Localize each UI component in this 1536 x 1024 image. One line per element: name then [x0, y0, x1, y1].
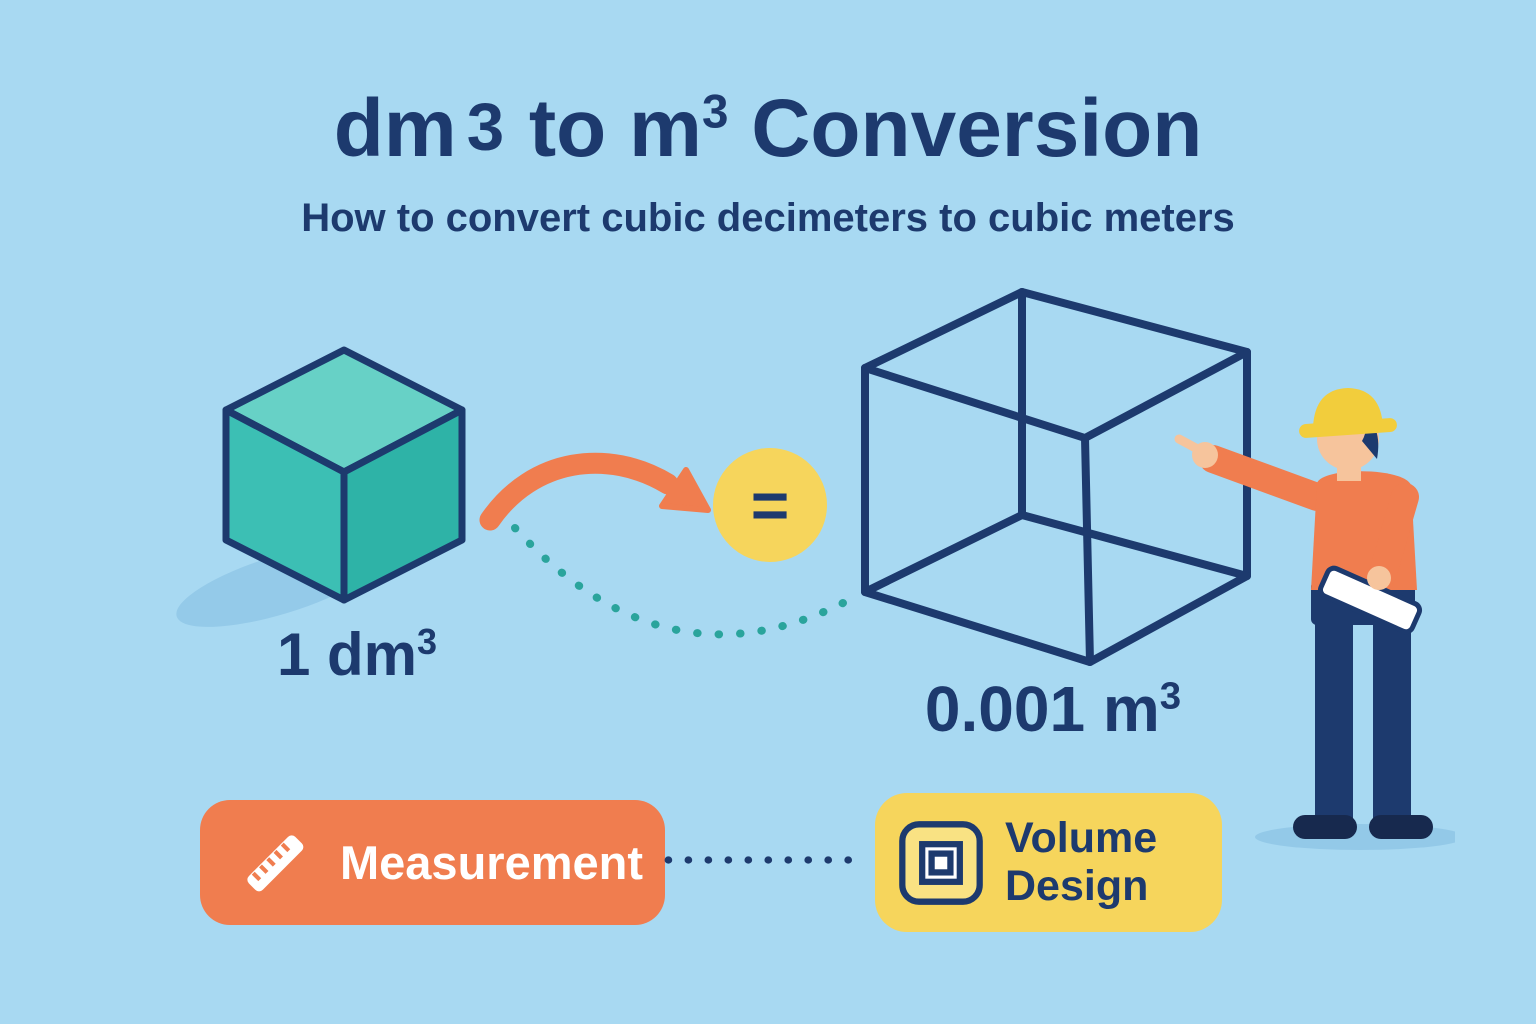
- volume-design-badge: Volume Design: [875, 793, 1222, 932]
- pointing-arm: [1199, 445, 1331, 511]
- connector-dotted-line: [664, 856, 869, 864]
- dm3-cube-illustration: [222, 346, 466, 604]
- result-volume-label: 0.001 m3: [898, 672, 1208, 746]
- engineer-illustration: [1174, 388, 1455, 850]
- dotted-path-decoration: [511, 524, 849, 639]
- volume-design-label: Volume Design: [1005, 814, 1158, 910]
- conversion-arrow-icon: [479, 452, 711, 531]
- hard-hat-brim: [1299, 418, 1397, 438]
- title-exponent: 3: [466, 90, 505, 165]
- ruler-icon: [247, 834, 304, 891]
- source-volume-exponent: 3: [417, 621, 438, 662]
- hard-hat: [1313, 388, 1383, 427]
- nested-squares-icon: [899, 820, 983, 905]
- source-volume-value: 1 dm: [276, 621, 417, 688]
- equals-badge: =: [713, 448, 827, 562]
- page-subtitle: How to convert cubic decimeters to cubic…: [301, 196, 1235, 240]
- measurement-badge: Measurement: [200, 800, 665, 925]
- holding-arm: [1369, 483, 1419, 587]
- right-leg: [1373, 615, 1411, 827]
- left-leg: [1315, 615, 1353, 827]
- result-volume-exponent: 3: [1159, 674, 1182, 718]
- measurement-label: Measurement: [340, 836, 643, 889]
- result-volume-value: 0.001 m: [924, 673, 1160, 745]
- title-part: dm: [333, 83, 457, 174]
- hair: [1361, 413, 1379, 459]
- title-part: Conversion: [728, 83, 1203, 174]
- right-shoe: [1369, 815, 1433, 839]
- m3-cube-illustration: [861, 288, 1251, 666]
- pointing-finger: [1174, 434, 1210, 458]
- title-exponent: 3: [701, 85, 729, 139]
- source-volume-label: 1 dm3: [252, 620, 462, 689]
- left-shoe: [1293, 815, 1357, 839]
- holding-hand: [1367, 566, 1391, 590]
- title-part: to m: [506, 83, 702, 174]
- equals-sign: =: [750, 468, 790, 542]
